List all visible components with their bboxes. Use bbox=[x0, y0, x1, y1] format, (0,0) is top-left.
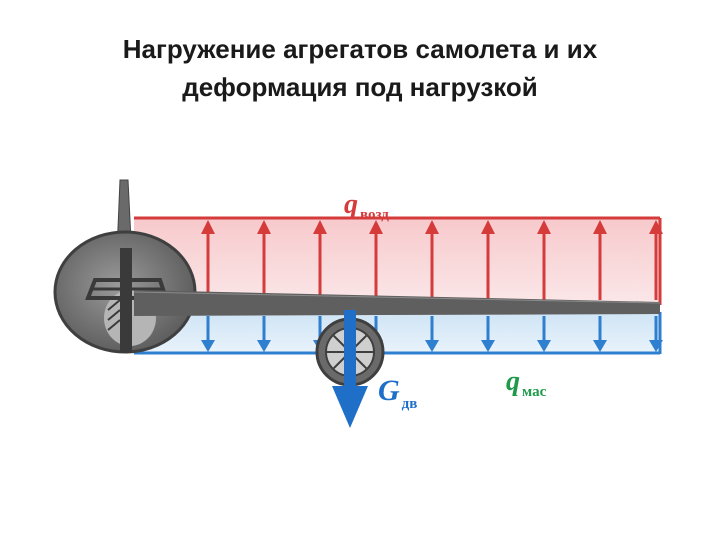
air-load-arrow bbox=[369, 220, 383, 300]
mass-load-arrow bbox=[481, 316, 495, 352]
mass-load-arrow bbox=[257, 316, 271, 352]
title-line-1: Нагружение агрегатов самолета и их bbox=[122, 34, 598, 64]
air-load-distribution bbox=[134, 216, 663, 305]
air-load-arrow bbox=[593, 220, 607, 300]
mass-load-arrow bbox=[649, 316, 663, 352]
air-load-arrow bbox=[313, 220, 327, 300]
title-line-2: деформация под нагрузкой bbox=[182, 72, 538, 102]
air-load-arrow bbox=[201, 220, 215, 300]
wing-beam-icon bbox=[133, 290, 661, 316]
mass-load-distribution bbox=[134, 312, 663, 355]
air-load-arrow bbox=[425, 220, 439, 300]
air-load-arrow bbox=[481, 220, 495, 300]
mass-load-arrow bbox=[201, 316, 215, 352]
mass-load-arrow bbox=[593, 316, 607, 352]
engine-weight-arrow bbox=[332, 310, 368, 428]
air-load-arrow bbox=[537, 220, 551, 300]
air-load-arrows bbox=[201, 220, 663, 300]
air-load-arrow bbox=[649, 220, 663, 300]
slide-title: Нагружение агрегатов самолета и их дефор… bbox=[0, 30, 720, 106]
fuselage-section-icon bbox=[53, 179, 197, 354]
mass-load-arrow bbox=[537, 316, 551, 352]
air-load-arrow bbox=[257, 220, 271, 300]
mass-load-arrow bbox=[425, 316, 439, 352]
